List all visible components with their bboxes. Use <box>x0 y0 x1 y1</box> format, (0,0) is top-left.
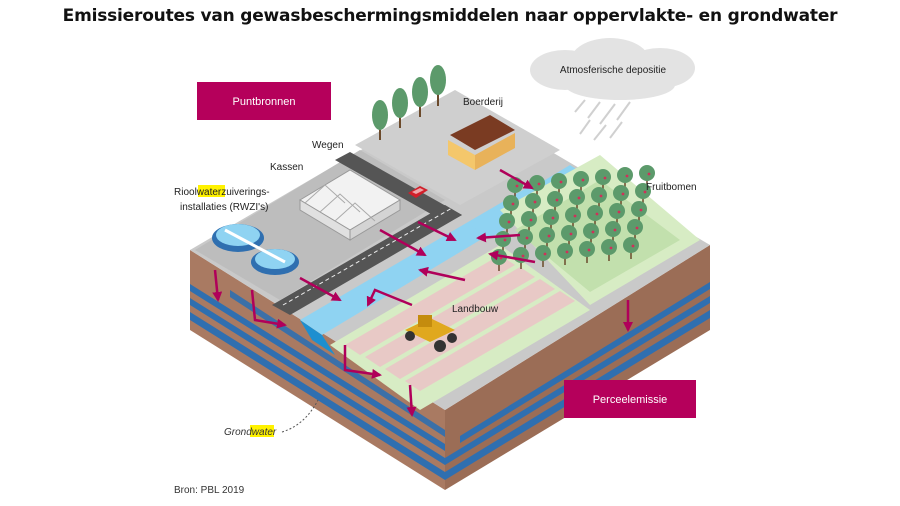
fruit-tree-crown <box>525 193 541 209</box>
fruit-tree-crown <box>547 191 563 207</box>
emission-arrows <box>212 168 633 417</box>
fruit <box>529 218 533 222</box>
fruit <box>555 198 559 202</box>
fruit-tree-crown <box>583 223 599 239</box>
field-stripes <box>345 255 575 391</box>
greenhouses <box>299 169 401 241</box>
page-title: Emissieroutes van gewasbeschermingsmidde… <box>62 6 838 26</box>
fruit-tree-crown <box>535 245 551 261</box>
fruit-tree-crown <box>543 209 559 225</box>
rwzi-label: Rioolwaterzuiverings- installaties (RWZI… <box>174 185 270 213</box>
fruit <box>525 236 529 240</box>
fruit-tree-crown <box>617 167 633 183</box>
fruit-tree-crown <box>623 237 639 253</box>
fruit-tree-crown <box>557 243 573 259</box>
svg-text:Grondwater: Grondwater <box>224 427 277 438</box>
fruit <box>587 248 591 252</box>
fruitbomen-label: Fruitbomen <box>646 182 697 193</box>
water-canal-front <box>300 320 335 355</box>
road-upper <box>335 152 462 223</box>
fruit-tree-crown <box>495 231 511 247</box>
fruit-tree-crown <box>627 219 643 235</box>
landbouw-label: Landbouw <box>452 304 499 315</box>
fruit-tree-crown <box>587 205 603 221</box>
fruit-tree-crown <box>569 189 585 205</box>
fruit <box>503 238 507 242</box>
fruit <box>515 184 519 188</box>
fruit-tree-crown <box>503 195 519 211</box>
fruit-tree-crown <box>517 229 533 245</box>
fruit-tree-crown <box>591 187 607 203</box>
fruit-tree-crown <box>605 221 621 237</box>
fruit <box>537 182 541 186</box>
fruit-tree-crown <box>639 165 655 181</box>
fruit-tree-crown <box>635 183 651 199</box>
fruit <box>511 202 515 206</box>
fruit <box>621 192 625 196</box>
car <box>408 186 428 198</box>
fruit <box>609 246 613 250</box>
fruit <box>617 210 621 214</box>
fruit <box>521 254 525 258</box>
fruit <box>543 252 547 256</box>
puntbronnen-box <box>197 82 331 120</box>
fruit <box>569 232 573 236</box>
fruit-tree-crown <box>499 213 515 229</box>
fruit <box>547 234 551 238</box>
fruit <box>595 212 599 216</box>
rain <box>574 99 631 141</box>
fruit-tree-crown <box>521 211 537 227</box>
fruit <box>639 208 643 212</box>
groundwater-pointer <box>281 399 319 433</box>
fruit <box>599 194 603 198</box>
fruit-tree-crown <box>609 203 625 219</box>
fruit <box>625 174 629 178</box>
fruit-tree-crown <box>579 241 595 257</box>
fruit-tree-crown <box>601 239 617 255</box>
fruit-tree-crown <box>539 227 555 243</box>
fruit-tree-crown <box>561 225 577 241</box>
fruit <box>643 190 647 194</box>
rwzi-tanks <box>212 224 299 275</box>
fruit-tree-crown <box>551 173 567 189</box>
svg-text:installaties (RWZI's): installaties (RWZI's) <box>180 202 268 213</box>
orchard-rows <box>515 180 680 292</box>
cloud <box>530 38 695 100</box>
perceelemissie-box <box>564 380 696 418</box>
fruit <box>613 228 617 232</box>
source-note: Bron: PBL 2019 <box>174 485 245 496</box>
fruit <box>591 230 595 234</box>
fruit-tree-crown <box>565 207 581 223</box>
fruit <box>565 250 569 254</box>
grondwater-label: Grondwater <box>224 425 277 438</box>
fruit-tree-crown <box>595 169 611 185</box>
groundwater-stripes-left <box>190 284 445 480</box>
fruit <box>603 176 607 180</box>
fruit <box>573 214 577 218</box>
fruit <box>581 178 585 182</box>
atmosferische-depositie-label: Atmosferische depositie <box>560 65 667 76</box>
farm-trees <box>372 65 446 140</box>
fruit <box>647 172 651 176</box>
fruit-tree-crown <box>613 185 629 201</box>
fruit-tree-crown <box>631 201 647 217</box>
fruit <box>507 220 511 224</box>
kassen-label: Kassen <box>270 162 303 173</box>
fruit-tree-crown <box>573 171 589 187</box>
svg-text:Rioolwaterzuiverings-: Rioolwaterzuiverings- <box>174 187 270 198</box>
fruit <box>551 216 555 220</box>
fruit <box>635 226 639 230</box>
fruit <box>533 200 537 204</box>
tractor <box>405 315 457 352</box>
wegen-label: Wegen <box>312 140 344 151</box>
farmhouse <box>448 115 515 170</box>
fruit-trees <box>491 165 655 271</box>
puntbronnen-label: Puntbronnen <box>233 96 296 108</box>
fruit <box>577 196 581 200</box>
perceelemissie-label: Perceelemissie <box>593 394 668 406</box>
fruit <box>631 244 635 248</box>
fruit <box>559 180 563 184</box>
boerderij-label: Boerderij <box>463 97 503 108</box>
